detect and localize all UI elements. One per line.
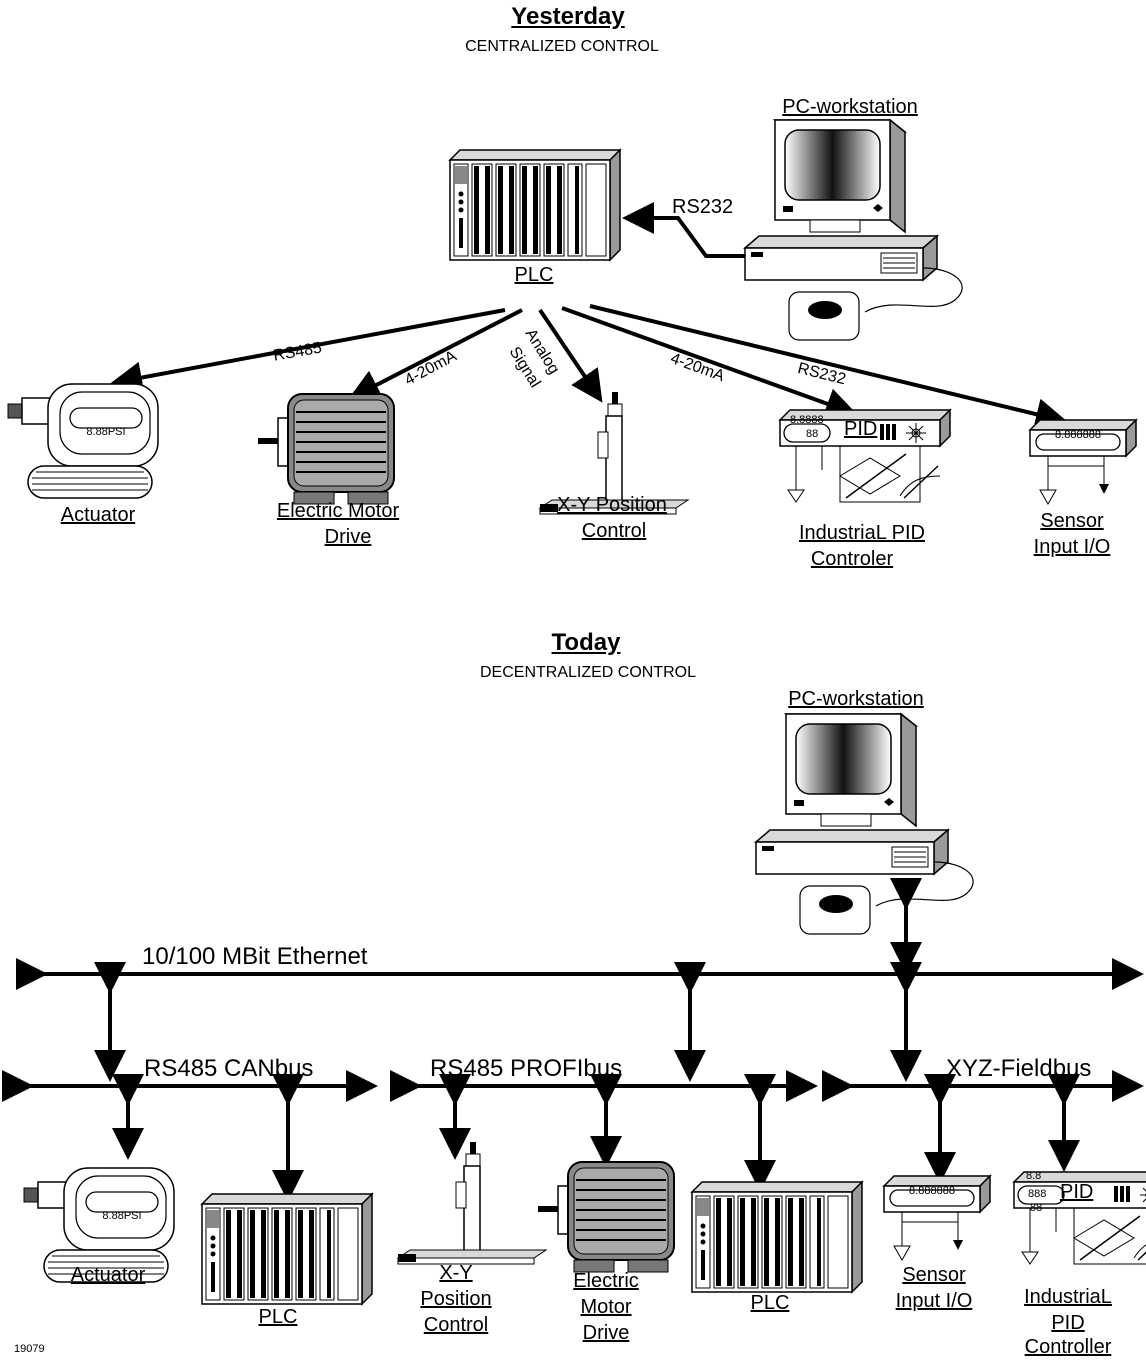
top-plc-label: PLC <box>514 264 554 286</box>
bottom-xy-label-1: X-Y <box>439 1262 473 1284</box>
ethernet-label: 10/100 MBit Ethernet <box>142 943 368 970</box>
top-pid-display: 8.8888 <box>790 414 824 426</box>
top-arrow-xy <box>538 308 603 403</box>
bottom-motor-label-3: Drive <box>582 1322 630 1344</box>
bottom-motor-label-1: Electric <box>573 1270 639 1292</box>
bottom-pid-label-3: Controller <box>1024 1336 1112 1358</box>
bottom-pid-display-small: 88 <box>1030 1202 1043 1214</box>
bottom-title: Today <box>551 629 621 656</box>
top-pid-label-2: Controler <box>810 548 894 570</box>
bottom-subtitle: DECENTRALIZED CONTROL <box>479 664 697 681</box>
top-pid-text: PID <box>844 418 878 440</box>
top-actuator-label: Actuator <box>60 504 136 526</box>
xyz-fieldbus-label: XYZ-Fieldbus <box>946 1055 1092 1082</box>
top-pc-workstation <box>744 119 963 341</box>
bottom-motor <box>537 1161 675 1273</box>
top-actuator <box>7 383 159 499</box>
top-arrow-pid <box>561 306 858 419</box>
bottom-pid-display-top: 8.8 <box>1026 1170 1042 1182</box>
top-sensor-display: 8.888888 <box>1055 429 1101 441</box>
bottom-pc-workstation <box>755 713 974 935</box>
bottom-sensor-display: 8.888888 <box>909 1185 955 1197</box>
canbus-label: RS485 CANbus <box>144 1055 314 1082</box>
top-subtitle: CENTRALIZED CONTROL <box>465 38 659 55</box>
bottom-plc-1 <box>201 1193 373 1305</box>
top-pid-display-small: 88 <box>806 428 819 440</box>
top-rs232-cable <box>622 202 745 258</box>
figure-number: 19079 <box>14 1343 45 1355</box>
top-plc-rack <box>449 149 621 261</box>
bottom-plc2-label: PLC <box>750 1292 790 1314</box>
bottom-pid-label-2: PID <box>1051 1312 1085 1334</box>
bottom-xy-position <box>397 1141 547 1265</box>
top-motor <box>257 393 395 505</box>
bottom-xy-label-2: Position <box>420 1288 492 1310</box>
profibus-label: RS485 PROFIbus <box>430 1055 623 1082</box>
top-pc-label: PC-workstation <box>782 96 918 118</box>
bottom-plc-2 <box>691 1181 863 1293</box>
top-xy-label-2: Control <box>581 520 647 542</box>
bottom-pid-label-1: IndustriaL <box>1024 1286 1112 1308</box>
bottom-actuator-display: 8.88PSI <box>102 1210 142 1222</box>
top-xy-label-1: X-Y Position <box>557 494 667 516</box>
bottom-pc-label: PC-workstation <box>788 688 924 710</box>
bottom-plc1-label: PLC <box>258 1306 298 1328</box>
bottom-xy-label-3: Control <box>423 1314 489 1336</box>
top-sensor-label-2: Input I/O <box>1033 536 1111 558</box>
top-sensor-label-1: Sensor <box>1040 510 1104 532</box>
bottom-motor-label-2: Motor <box>580 1296 632 1318</box>
top-arrow-sensor <box>589 304 1068 430</box>
bottom-sensor-label-2: Input I/O <box>895 1290 973 1312</box>
bottom-actuator-label: Actuator <box>70 1264 146 1286</box>
top-rs232-pc-label: RS232 <box>672 196 734 218</box>
bottom-pid-text: PID <box>1060 1181 1094 1203</box>
top-arrow-motor <box>347 308 523 400</box>
bottom-sensor-label-1: Sensor <box>902 1264 966 1286</box>
top-arrow-actuator <box>110 308 506 394</box>
bottom-pid-display: 888 <box>1028 1188 1047 1200</box>
top-actuator-display: 8.88PSI <box>86 426 126 438</box>
top-motor-label-2: Drive <box>324 526 372 548</box>
top-pid-label-1: IndustriaL PID <box>799 522 925 544</box>
top-title: Yesterday <box>511 3 625 30</box>
top-motor-label-1: Electric Motor <box>276 500 400 522</box>
